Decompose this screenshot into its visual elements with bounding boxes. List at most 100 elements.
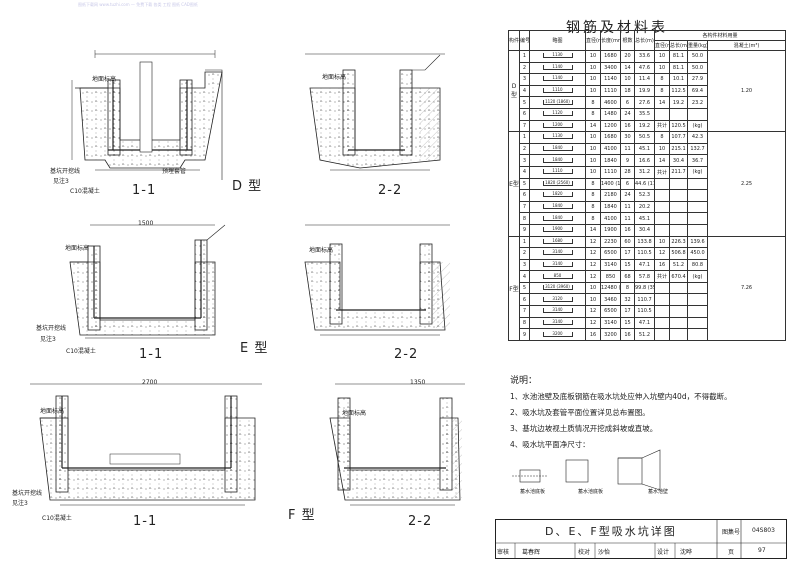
sw-cell — [687, 328, 708, 341]
title-block-frame — [495, 519, 787, 559]
rebar-shape: 3140 — [542, 319, 573, 325]
no-cell: 6 — [519, 107, 530, 121]
sd-cell: 12 — [654, 247, 670, 260]
title-block-title: D、E、F型吸水坑详图 — [545, 525, 677, 538]
f-section-1-1 — [30, 383, 262, 506]
page-label: 页 — [728, 549, 735, 556]
sw-cell: 450.0 — [687, 247, 708, 260]
len-cell: 1140 — [600, 73, 621, 86]
total-cell: 16.6 — [634, 154, 655, 167]
sd-cell — [654, 305, 670, 318]
n-cell: 18 — [620, 84, 635, 98]
stotal-cell — [669, 177, 688, 191]
total-cell: 133.8 — [634, 235, 655, 249]
sw-cell: 50.0 — [687, 50, 708, 63]
len-cell: 3460 — [600, 293, 621, 307]
sw-cell — [687, 281, 708, 295]
n-cell: 15 — [620, 258, 635, 272]
checker-name: 沙怡 — [598, 549, 611, 556]
stotal-cell — [669, 200, 688, 214]
stotal-cell — [669, 316, 688, 330]
stotal-cell: 670.4 — [669, 270, 688, 283]
shape-cell: 1140 — [529, 61, 586, 75]
d-sec-2-2-title: 2-2 — [378, 183, 403, 198]
f-dim-2700: 2700 — [142, 379, 158, 386]
n-cell: 11 — [620, 142, 635, 156]
len-cell: 4100 — [600, 212, 621, 225]
d-cell: 8 — [585, 212, 601, 225]
d-cell: 10 — [585, 131, 601, 144]
n-cell: 24 — [620, 107, 635, 121]
d-cell: 12 — [585, 247, 601, 260]
stotal-cell — [669, 189, 688, 202]
d-cell: 12 — [585, 305, 601, 318]
no-cell: 7 — [519, 305, 530, 318]
stotal-cell — [669, 281, 688, 295]
d-cell: 8 — [585, 96, 601, 109]
d-cell: 8 — [585, 200, 601, 214]
rebar-shape: 1840 — [542, 157, 573, 163]
rebar-shape: 1130 — [542, 134, 573, 140]
sw-cell — [687, 223, 708, 237]
th-dia: 直径(mm) — [585, 30, 601, 51]
no-cell: 1 — [519, 50, 530, 63]
no-cell: 2 — [519, 61, 530, 75]
sw-cell: 50.0 — [687, 61, 708, 75]
stotal-cell: 107.7 — [669, 131, 688, 144]
no-cell: 9 — [519, 223, 530, 237]
e-dim-1500: 1500 — [138, 220, 154, 227]
n-cell: 15 — [620, 316, 635, 330]
len-cell: 3140 — [600, 316, 621, 330]
n-cell: 8 — [620, 281, 635, 295]
d-cell: 8 — [585, 177, 601, 191]
e-sec-1-1-title: 1-1 — [139, 347, 164, 362]
stotal-cell — [669, 223, 688, 237]
d-cell: 12 — [585, 316, 601, 330]
d-cell: 14 — [585, 119, 601, 133]
rebar-shape: 1140 — [542, 76, 573, 82]
group-name-cell: E型 — [508, 131, 520, 237]
len-cell: 1400 (1916) — [600, 177, 621, 191]
stotal-cell: 81.1 — [669, 61, 688, 75]
pit-line-label-3: 基坑开挖线 — [12, 490, 43, 497]
note3-label: 见注3 — [53, 178, 69, 185]
len-cell: 850 — [600, 270, 621, 283]
sd-cell: 10 — [654, 235, 670, 249]
shape-cell: 1840 — [529, 200, 586, 214]
len-cell: 4600 — [600, 96, 621, 109]
rebar-shape: 3140 — [542, 261, 573, 267]
e-section-1-1 — [69, 224, 226, 339]
notes-heading: 说明： — [510, 376, 538, 386]
stotal-cell: 30.4 — [669, 154, 688, 167]
total-cell: 11.4 — [634, 73, 655, 86]
sd-cell: 共计 — [654, 270, 670, 283]
concrete-cell: 1.20 — [706, 49, 787, 133]
shape-cell: 1120 (1860) — [529, 96, 586, 109]
shape-cell: 1110 — [529, 84, 586, 98]
shape-cell: 1840 — [529, 212, 586, 225]
total-cell: 51.2 — [634, 328, 655, 341]
atlas-label: 图集号 — [722, 529, 741, 536]
stotal-cell: 211.7 — [669, 165, 688, 179]
total-cell: 110.5 — [634, 247, 655, 260]
concrete-label-2: C10混凝土 — [66, 348, 96, 355]
shape-cell: 1120 — [529, 107, 586, 121]
shape-cell: 1130 — [529, 131, 586, 144]
sw-cell: 139.6 — [687, 235, 708, 249]
shape-cell: 3140 — [529, 258, 586, 272]
no-cell: 7 — [519, 200, 530, 214]
rebar-shape: 1140 — [542, 64, 573, 70]
n-cell: 24 — [620, 189, 635, 202]
sd-cell: 共计 — [654, 119, 670, 133]
sw-cell: (kg) — [687, 270, 708, 283]
note3-label-3: 见注3 — [12, 500, 28, 507]
total-cell: 47.6 — [634, 61, 655, 75]
no-cell: 4 — [519, 84, 530, 98]
rebar-shape: 3140 — [542, 308, 573, 314]
